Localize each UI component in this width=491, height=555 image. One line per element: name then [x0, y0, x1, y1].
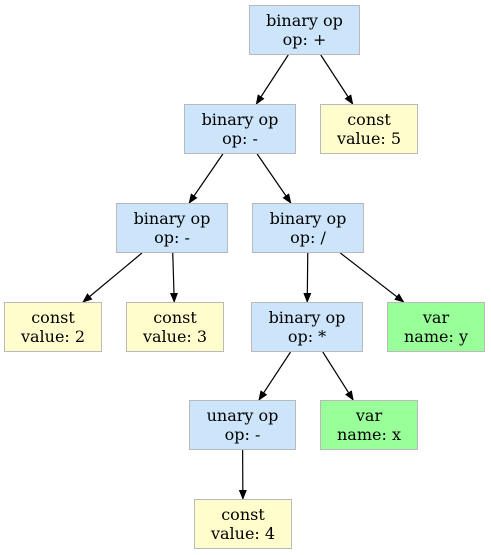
- node-binary-op-minus-1: binary op op: -: [184, 104, 296, 154]
- node-unary-op-minus: unary op op: -: [189, 400, 296, 450]
- node-detail-label: value: 4: [210, 524, 276, 543]
- edge-n4-n6: [82, 252, 143, 303]
- node-detail-label: value: 5: [336, 129, 402, 148]
- node-detail-label: name: y: [404, 327, 468, 346]
- node-type-label: binary op: [266, 11, 343, 30]
- node-detail-label: value: 3: [142, 327, 208, 346]
- node-detail-label: op: +: [282, 30, 327, 49]
- node-const-2: const value: 2: [4, 302, 102, 352]
- node-type-label: var: [355, 406, 383, 425]
- edge-n1-n2: [255, 54, 289, 105]
- node-var-y: var name: y: [387, 302, 485, 352]
- node-detail-label: value: 2: [20, 327, 86, 346]
- node-type-label: binary op: [201, 110, 279, 129]
- node-detail-label: op: /: [290, 228, 326, 247]
- node-detail-label: op: -: [222, 129, 258, 148]
- node-const-5: const value: 5: [320, 104, 418, 154]
- node-detail-label: name: x: [337, 425, 401, 444]
- node-binary-op-divide: binary op op: /: [252, 203, 364, 253]
- node-type-label: const: [31, 308, 75, 327]
- edge-n4-n7: [169, 252, 178, 303]
- node-binary-op-multiply: binary op op: *: [251, 302, 363, 352]
- edge-n1-n3: [320, 54, 354, 105]
- edge-n8-n11: [322, 351, 354, 401]
- node-var-x: var name: x: [320, 400, 418, 450]
- edge-n8-n10: [258, 351, 292, 401]
- node-detail-label: op: *: [287, 327, 327, 346]
- node-type-label: const: [221, 505, 265, 524]
- edge-n2-n4: [188, 153, 224, 204]
- node-type-label: var: [422, 308, 450, 327]
- node-type-label: unary op: [206, 406, 279, 425]
- node-binary-op-plus: binary op op: +: [249, 5, 360, 55]
- node-binary-op-minus-2: binary op op: -: [116, 203, 228, 253]
- node-detail-label: op: -: [224, 425, 261, 444]
- node-type-label: const: [153, 308, 197, 327]
- node-const-3: const value: 3: [126, 302, 224, 352]
- edge-n5-n9: [339, 252, 405, 303]
- node-type-label: binary op: [269, 209, 347, 228]
- node-type-label: binary op: [133, 209, 211, 228]
- node-type-label: const: [347, 110, 391, 129]
- node-detail-label: op: -: [154, 228, 190, 247]
- edge-n2-n5: [256, 153, 292, 204]
- node-type-label: binary op: [268, 308, 346, 327]
- node-const-4: const value: 4: [194, 499, 292, 549]
